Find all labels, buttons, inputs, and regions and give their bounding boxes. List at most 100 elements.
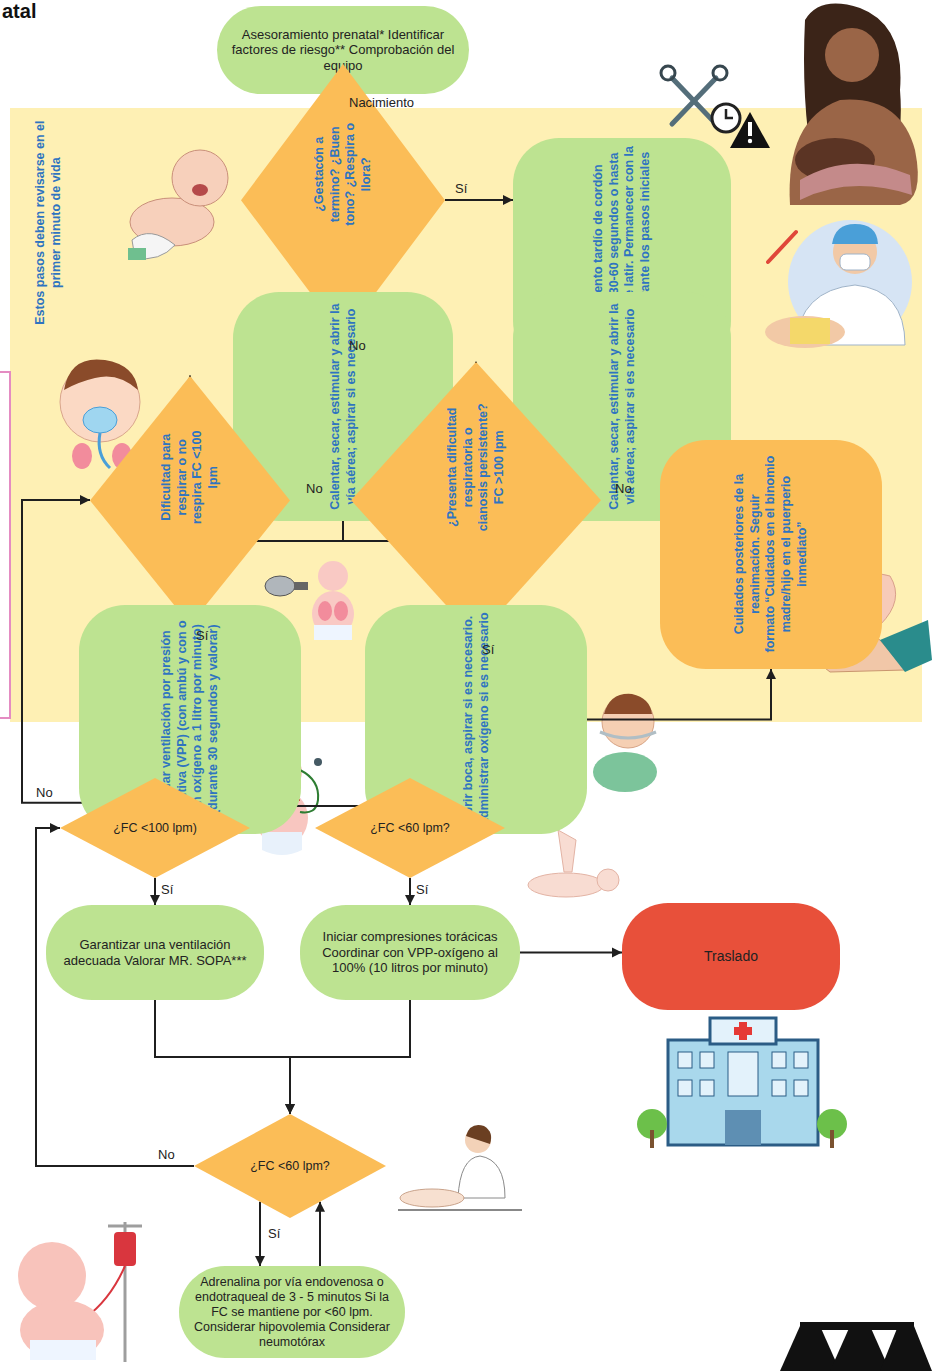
newborn-oxygen-mask [60, 359, 140, 469]
connector [150, 878, 160, 905]
node-text: Calentar, secar, estimular y abrir la ví… [327, 299, 358, 514]
node-text-main: ¿Gestacón a termino? ¿Buen tono? ¿Respir… [312, 117, 375, 231]
edge-label-box: Sí [416, 882, 428, 897]
connector [155, 1000, 295, 1114]
edge-label: Nacimiento [349, 95, 414, 110]
page-title-box: atal [2, 0, 36, 23]
decision-diamond: ¿FC <60 lpm? [194, 1114, 386, 1218]
edge-label-box: No [158, 1147, 175, 1162]
node-text: Cuidados posteriores de la reanimación. … [732, 447, 810, 662]
arrow-head [150, 895, 160, 905]
connector [255, 1202, 265, 1266]
chest-compression [528, 830, 619, 897]
edge-label: No [36, 785, 53, 800]
connector [315, 1202, 325, 1266]
nurse-with-baby [765, 220, 912, 348]
edge-label: No [158, 1147, 175, 1162]
arrow-head [405, 895, 415, 905]
mother-breastfeeding [790, 4, 918, 205]
edge-label: Sí [482, 642, 494, 657]
decision-diamond: ¿FC <100 lpm) [60, 778, 250, 878]
institution-logo [780, 1322, 932, 1371]
connector [587, 669, 776, 720]
decision-diamond: Dificultad para respirar o no respira FC… [90, 376, 290, 625]
diamond-fill [194, 1114, 386, 1218]
hospital-building [637, 1018, 847, 1148]
node-text-main: ¿FC <60 lpm? [360, 821, 460, 836]
connector [445, 195, 513, 205]
edge-label-box: Nacimiento [349, 95, 414, 110]
node-text-main: Calentar, secar, estimular y abrir la ví… [327, 299, 358, 514]
doctor-examining-baby [398, 1125, 522, 1210]
node-text-main: Estos pasos deben revisarse en el primer… [32, 115, 63, 330]
node-text: Traslado [634, 948, 828, 965]
connector [405, 878, 415, 905]
diamond-fill [60, 778, 250, 878]
process-box: Iniciar compresiones torácicas Coordinar… [300, 905, 520, 1000]
arrow-head [285, 1104, 295, 1114]
node-text: Iniciar compresiones torácicas Coordinar… [312, 929, 508, 976]
connector-line [155, 1000, 290, 1114]
arrow-head [285, 1104, 295, 1114]
transfer-box: Traslado [622, 903, 840, 1010]
first-minute-band: Estos pasos deben revisarse en el primer… [10, 108, 922, 722]
edge-label: No [306, 481, 323, 496]
decision-diamond: ¿FC <60 lpm? [315, 778, 505, 878]
cord-clamp-icon [661, 66, 770, 148]
newborn-iv-line [18, 1222, 142, 1362]
post-care-box: Cuidados posteriores de la reanimación. … [660, 440, 882, 669]
connector-line [290, 1000, 410, 1114]
node-text-main: ¿FC <100 lpm) [105, 821, 205, 836]
edge-label: No [349, 338, 366, 353]
edge-label-box: No [349, 338, 366, 353]
node-text-main: Adrenalina por vía endovenosa o endotraq… [191, 1275, 393, 1350]
node-text: ¿FC <100 lpm) [105, 821, 205, 836]
edge-label-box: Sí [161, 882, 173, 897]
edge-label-box: Sí [268, 1226, 280, 1241]
connector [285, 1000, 410, 1114]
node-text: ¿Gestacón a termino? ¿Buen tono? ¿Respir… [312, 117, 375, 231]
edge-label-box: Sí [196, 628, 208, 643]
node-text-main: ¿Presenta dificultad respiratoria o cian… [445, 403, 508, 531]
edge-label-box: No [306, 481, 323, 496]
edge-label: Sí [268, 1226, 280, 1241]
node-text-main: Dificultad para respirar o no respira FC… [159, 423, 222, 531]
arrow-head [50, 823, 60, 833]
node-text: ¿Presenta dificultad respiratoria o cian… [445, 403, 508, 531]
medication-box: Adrenalina por vía endovenosa o endotraq… [179, 1266, 405, 1358]
node-text: Adrenalina por vía endovenosa o endotraq… [191, 1275, 393, 1350]
edge-label-box: No [615, 481, 632, 496]
connector [520, 948, 622, 958]
diamond-fill [90, 376, 290, 625]
node-text: Garantizar una ventilación adecuada Valo… [58, 937, 252, 968]
newborn-crying [128, 150, 228, 260]
node-text: Estos pasos deben revisarse en el primer… [32, 115, 63, 330]
node-text-main: Iniciar compresiones torácicas Coordinar… [312, 929, 508, 976]
edge-label: Sí [161, 882, 173, 897]
process-box: Garantizar una ventilación adecuada Valo… [46, 905, 264, 1000]
node-text-main: Traslado [634, 948, 828, 965]
node-text-main: ¿FC <60 lpm? [240, 1159, 340, 1174]
edge-label: Sí [455, 181, 467, 196]
edge-label: Sí [416, 882, 428, 897]
arrow-head [766, 669, 776, 679]
diamond-fill [351, 362, 601, 638]
node-text-main: Garantizar una ventilación adecuada Valo… [58, 937, 252, 968]
connector-line [587, 669, 771, 720]
edge-label: No [615, 481, 632, 496]
connector-line [520, 952, 622, 954]
node-text: ¿FC <60 lpm? [240, 1159, 340, 1174]
node-text: ¿FC <60 lpm? [360, 821, 460, 836]
edge-label-box: Sí [482, 642, 494, 657]
arrow-head [255, 1256, 265, 1266]
page-title: atal [2, 0, 36, 23]
node-text-secondary: “Cuidados en el binomio madre/hijo en el… [763, 456, 808, 633]
newborn-nasal-cannula [593, 694, 657, 792]
arrow-head [503, 195, 513, 205]
diamond-fill [315, 778, 505, 878]
connector-line [445, 199, 513, 201]
arrow-head [80, 495, 90, 505]
side-panel-edge [0, 372, 10, 718]
edge-label: Sí [196, 628, 208, 643]
